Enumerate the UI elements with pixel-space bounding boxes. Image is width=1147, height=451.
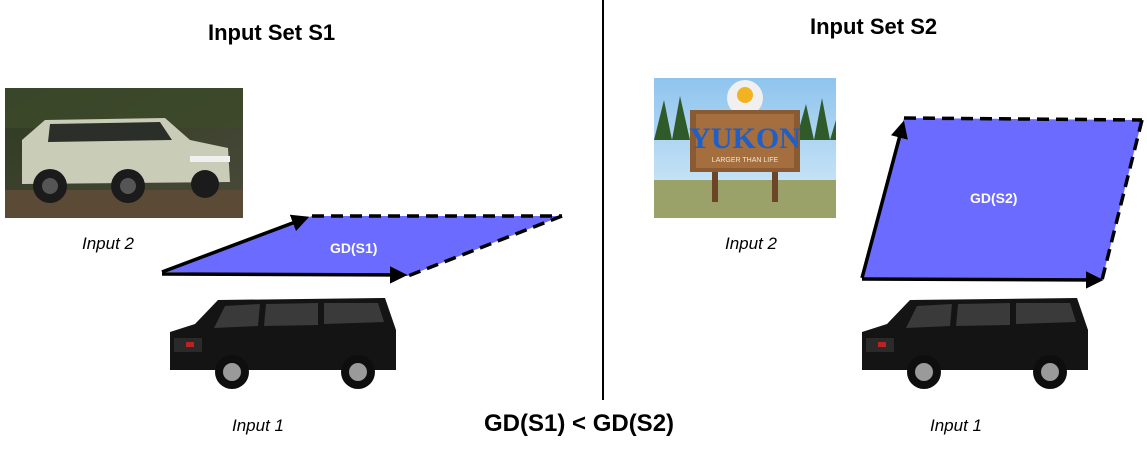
gd-s2-region (862, 118, 1142, 280)
gd-s2-label: GD(S2) (970, 190, 1018, 206)
gd-s1-label: GD(S1) (330, 240, 378, 256)
comparison-formula: GD(S1) < GD(S2) (484, 410, 675, 437)
vector-input2-arrow (161, 214, 310, 274)
left-input2-caption: Input 2 (82, 234, 134, 253)
vector-input1-arrow (161, 266, 408, 284)
gd-s1-region (162, 216, 562, 276)
vector-input1-arrow-s2 (861, 271, 1104, 289)
vector-input2-arrow-s2 (860, 120, 908, 279)
hummer-photo (5, 88, 243, 218)
yukon-sign-photo: YUKON LARGER THAN LIFE (654, 78, 836, 218)
sign-yukon-text: YUKON (689, 122, 801, 155)
suv-icon (170, 298, 396, 389)
dashed-edge-top-s2 (903, 116, 1143, 122)
right-input2-caption: Input 2 (725, 234, 777, 253)
left-panel-title: Input Set S1 (208, 20, 336, 45)
dashed-edge-right-s2 (1100, 119, 1144, 281)
left-input1-caption: Input 1 (232, 416, 284, 435)
right-input1-caption: Input 1 (930, 416, 982, 435)
dashed-edge-right (407, 214, 563, 278)
suv-icon (862, 298, 1088, 389)
sign-subtext: LARGER THAN LIFE (712, 157, 779, 164)
right-panel-title: Input Set S2 (810, 14, 938, 39)
